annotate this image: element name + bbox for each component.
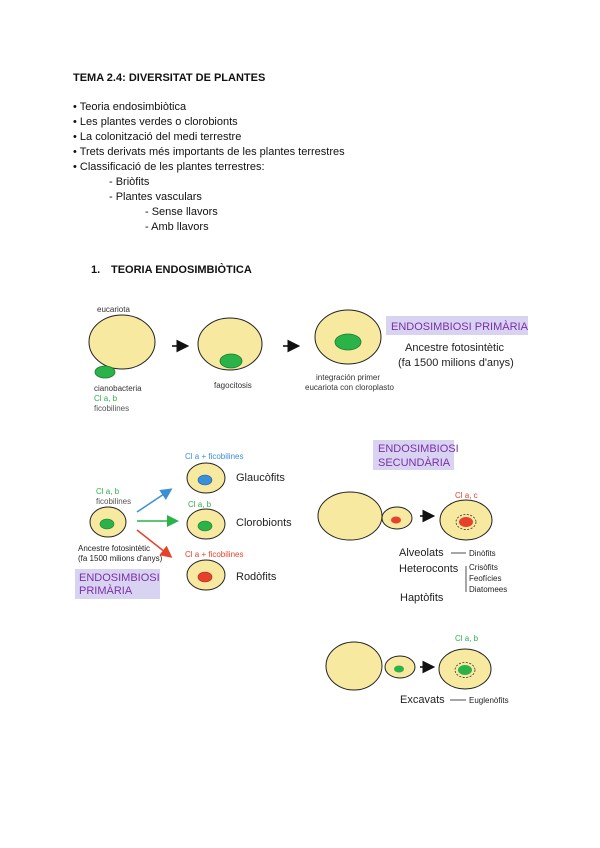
label-glauco-pigments: Cl a + ficobilines <box>185 452 243 461</box>
section-number: 1. <box>91 264 101 276</box>
chloroplast <box>197 520 213 532</box>
label-heteroconts: Heteroconts <box>399 563 459 575</box>
chloroplast <box>334 333 362 351</box>
topic-item: • La colonització del medi terrestre <box>73 131 242 143</box>
label-excavats: Excavats <box>400 694 445 706</box>
engulfed-cyanobacteria <box>219 353 243 369</box>
endosimbiosi-primaria-box <box>75 569 160 599</box>
label-feoficies: Feofícies <box>469 574 501 583</box>
endosimbiosi-primaria-label: PRIMÀRIA <box>79 584 133 597</box>
endosimbiosi-primaria-label: ENDOSIMBIOSI <box>79 572 160 584</box>
topic-item: • Teoria endosimbiòtica <box>73 101 187 113</box>
label-ficobilines: ficobilines <box>96 497 131 506</box>
topic-item: • Les plantes verdes o clorobionts <box>73 116 238 128</box>
label-ficobilines: ficobilines <box>94 404 129 413</box>
chloroplast <box>197 474 213 486</box>
page-title: TEMA 2.4: DIVERSITAT DE PLANTES <box>73 72 266 84</box>
label-cl-ab: Cl a, b <box>96 487 120 496</box>
host-cell <box>325 641 383 691</box>
label-integracion: integración primer <box>316 373 380 382</box>
chloroplast <box>197 571 213 583</box>
label-clorobionts: Clorobionts <box>236 517 292 529</box>
label-euglenofits: Euglenòfits <box>469 696 509 705</box>
phagocytosis-cell <box>197 317 263 371</box>
endosimbiosi-primaria-label: ENDOSIMBIOSI PRIMÀRIA <box>391 320 529 333</box>
topic-item: • Trets derivats més importants de les p… <box>73 146 345 158</box>
chloroplast <box>459 517 473 527</box>
label-eucariota: eucariota <box>97 305 130 314</box>
endosimbiosi-secundaria-label: ENDOSIMBIOSI <box>378 443 459 455</box>
label-haptofits: Haptòfits <box>400 592 444 604</box>
cyanobacteria <box>94 365 116 379</box>
label-cl-ac: Cl a, c <box>455 491 478 500</box>
label-rodofits: Rodòfits <box>236 571 277 583</box>
label-integracion: eucariota con cloroplasto <box>305 383 394 392</box>
section-title: TEORIA ENDOSIMBIÒTICA <box>111 264 252 276</box>
topic-item: • Classificació de les plantes terrestre… <box>73 161 265 173</box>
topic-subsubitem: - Sense llavors <box>145 206 218 218</box>
ancestre-label: Ancestre fotosintètic <box>405 342 505 354</box>
label-crisofits: Crisòfits <box>469 563 498 572</box>
arrow-icon <box>136 488 173 513</box>
ancestre-label: (fa 1500 milions d'anys) <box>398 357 514 369</box>
label-cloro-pigments: Cl a, b <box>188 500 212 509</box>
topic-subitem: - Briòfits <box>109 176 150 188</box>
ancestre-label: Ancestre fotosintètic <box>78 544 150 553</box>
endosimbiosi-primaria-box <box>386 316 528 335</box>
label-rodo-pigments: Cl a + ficobilines <box>185 550 243 559</box>
topic-subsubitem: - Amb llavors <box>145 221 209 233</box>
figure-primary-endosymbiosis: eucariota cianobacteria Cl a, b ficobili… <box>88 305 529 413</box>
label-diatomees: Diatomees <box>469 585 507 594</box>
chloroplast-membrane <box>454 662 476 678</box>
figure-secondary-endosymbiosis: ENDOSIMBIOSI SECUNDÀRIA Cl a, c Alveolat… <box>317 440 509 706</box>
arrow-icon <box>136 529 173 558</box>
endosimbiosi-secundaria-label: SECUNDÀRIA <box>378 456 451 469</box>
host-cell <box>317 491 383 541</box>
section-heading: 1. TEORIA ENDOSIMBIÒTICA <box>91 264 252 276</box>
label-cl-ab: Cl a, b <box>455 634 479 643</box>
topic-list: • Teoria endosimbiòtica • Les plantes ve… <box>73 100 345 235</box>
chloroplast <box>458 665 472 675</box>
chloroplast <box>99 518 115 530</box>
label-alveolats: Alveolats <box>399 547 444 559</box>
figure-primary-lineages: Cl a, b ficobilines Ancestre fotosintèti… <box>75 452 292 599</box>
endosimbiosi-secundaria-box <box>373 440 454 470</box>
label-dinofits: Dinòfits <box>469 549 496 558</box>
label-cl-ab: Cl a, b <box>94 394 118 403</box>
label-glaucofits: Glaucòfits <box>236 472 285 484</box>
topic-subitem: - Plantes vasculars <box>109 191 202 203</box>
chloroplast <box>391 516 401 524</box>
eukaryote-cell <box>88 314 156 370</box>
label-cianobacteria: cianobacteria <box>94 384 142 393</box>
chloroplast <box>394 665 404 673</box>
chloroplast-membrane <box>455 514 477 530</box>
label-fagocitosis: fagocitosis <box>214 381 252 390</box>
ancestre-label: (fa 1500 milions d'anys) <box>78 554 163 563</box>
